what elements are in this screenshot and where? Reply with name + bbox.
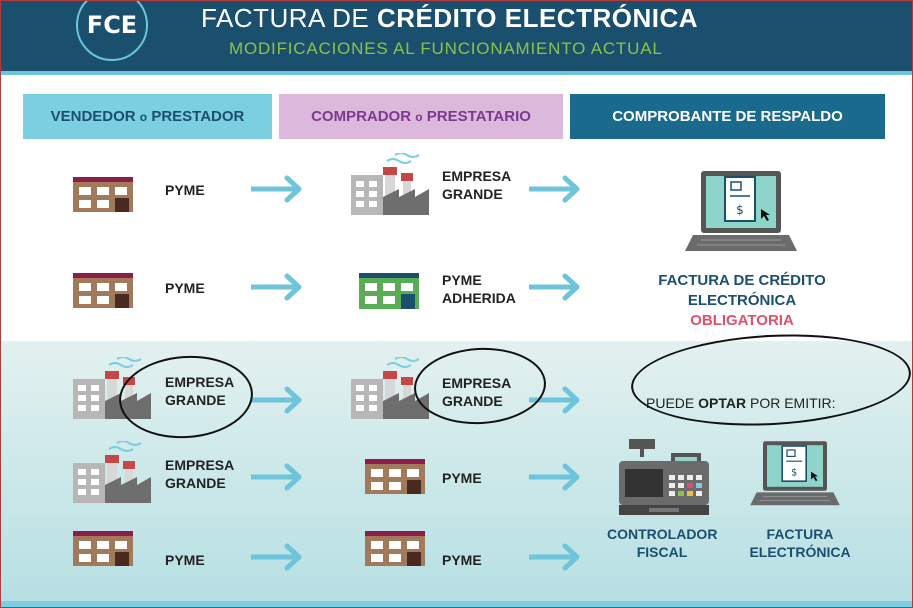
pyme-building-icon bbox=[73, 531, 133, 566]
column-header-receipt: COMPROBANTE DE RESPALDO bbox=[570, 94, 885, 139]
title-bold: CRÉDITO ELECTRÓNICA bbox=[376, 3, 699, 33]
buyer-header-rest: PRESTATARIO bbox=[426, 108, 531, 125]
row1-buyer-line1: EMPRESA bbox=[442, 168, 512, 184]
row4-seller-label: EMPRESA GRANDE bbox=[165, 456, 234, 492]
seller-header-rest: PRESTADOR bbox=[151, 108, 245, 125]
arrow-right-icon bbox=[529, 543, 581, 573]
row1-buyer-line2: GRANDE bbox=[442, 186, 503, 202]
pyme-building-icon bbox=[365, 459, 425, 494]
row4-seller-line1: EMPRESA bbox=[165, 457, 235, 473]
optional-prefix: PUEDE bbox=[646, 395, 695, 411]
arrow-right-icon bbox=[529, 463, 581, 493]
factory-icon bbox=[351, 153, 430, 215]
device1-label: CONTROLADOR FISCAL bbox=[607, 525, 717, 561]
title-prefix: FACTURA DE bbox=[201, 3, 370, 33]
row5-seller-label: PYME bbox=[165, 552, 205, 568]
pyme-building-icon bbox=[73, 273, 133, 308]
device1-line1: CONTROLADOR bbox=[607, 526, 718, 542]
optional-bold: OPTAR bbox=[698, 395, 747, 411]
row3-seller-line2: GRANDE bbox=[165, 392, 226, 408]
device2-label: FACTURA ELECTRÓNICA bbox=[745, 525, 855, 561]
seller-header-conj: o bbox=[139, 109, 148, 124]
row3-buyer-label: EMPRESA GRANDE bbox=[442, 374, 511, 410]
row3-buyer-line2: GRANDE bbox=[442, 393, 503, 409]
row5-buyer-label: PYME bbox=[442, 552, 482, 568]
page-title: FACTURA DE CRÉDITO ELECTRÓNICA bbox=[201, 3, 698, 34]
mandatory-receipt-title: FACTURA DE CRÉDITO ELECTRÓNICA bbox=[658, 272, 826, 309]
header-banner: FCE FACTURA DE CRÉDITO ELECTRÓNICA MODIF… bbox=[1, 1, 912, 75]
buyer-header-main: COMPRADOR bbox=[311, 108, 412, 125]
arrow-right-icon bbox=[529, 273, 581, 303]
buyer-header-conj: o bbox=[415, 109, 423, 124]
arrow-right-icon bbox=[251, 175, 303, 205]
pyme-adherida-building-icon bbox=[359, 273, 419, 309]
row3-seller-line1: EMPRESA bbox=[165, 374, 235, 390]
column-header-seller: VENDEDOR o PRESTADOR bbox=[23, 94, 272, 139]
row2-buyer-label: PYME ADHERIDA bbox=[442, 271, 516, 307]
row2-buyer-line1: PYME bbox=[442, 272, 482, 288]
device2-line1: FACTURA bbox=[766, 526, 834, 542]
laptop-invoice-icon bbox=[749, 441, 841, 507]
row3-buyer-line1: EMPRESA bbox=[442, 375, 512, 391]
arrow-right-icon bbox=[251, 543, 303, 573]
cash-register-icon bbox=[619, 439, 709, 515]
pyme-building-icon bbox=[73, 177, 133, 212]
row1-buyer-label: EMPRESA GRANDE bbox=[442, 167, 511, 203]
column-header-buyer: COMPRADOR o PRESTATARIO bbox=[279, 94, 563, 139]
fce-logo-text: FCE bbox=[86, 11, 138, 39]
arrow-right-icon bbox=[251, 463, 303, 493]
row4-seller-line2: GRANDE bbox=[165, 475, 226, 491]
optional-receipt-label: PUEDE OPTAR POR EMITIR: bbox=[646, 395, 836, 411]
optional-section-background bbox=[1, 341, 912, 607]
arrow-right-icon bbox=[529, 175, 581, 205]
device1-line2: FISCAL bbox=[636, 544, 688, 560]
seller-header-main: VENDEDOR bbox=[50, 108, 136, 125]
row3-seller-label: EMPRESA GRANDE bbox=[165, 373, 234, 409]
row1-seller-label: PYME bbox=[165, 182, 205, 198]
bottom-stripe bbox=[1, 601, 912, 607]
fce-logo: FCE bbox=[76, 1, 148, 61]
row2-seller-label: PYME bbox=[165, 280, 205, 296]
mandatory-receipt-label: FACTURA DE CRÉDITO ELECTRÓNICA OBLIGATOR… bbox=[607, 271, 877, 331]
factory-icon bbox=[73, 441, 152, 503]
laptop-invoice-icon bbox=[684, 171, 798, 252]
pyme-building-icon bbox=[365, 531, 425, 566]
mandatory-badge: OBLIGATORIA bbox=[690, 312, 794, 329]
arrow-right-icon bbox=[251, 273, 303, 303]
row2-buyer-line2: ADHERIDA bbox=[442, 290, 516, 306]
row4-buyer-label: PYME bbox=[442, 470, 482, 486]
device2-line2: ELECTRÓNICA bbox=[749, 544, 851, 560]
optional-suffix: POR EMITIR: bbox=[749, 395, 836, 411]
page-subtitle: MODIFICACIONES AL FUNCIONAMIENTO ACTUAL bbox=[229, 39, 663, 58]
arrow-right-icon bbox=[251, 386, 303, 416]
